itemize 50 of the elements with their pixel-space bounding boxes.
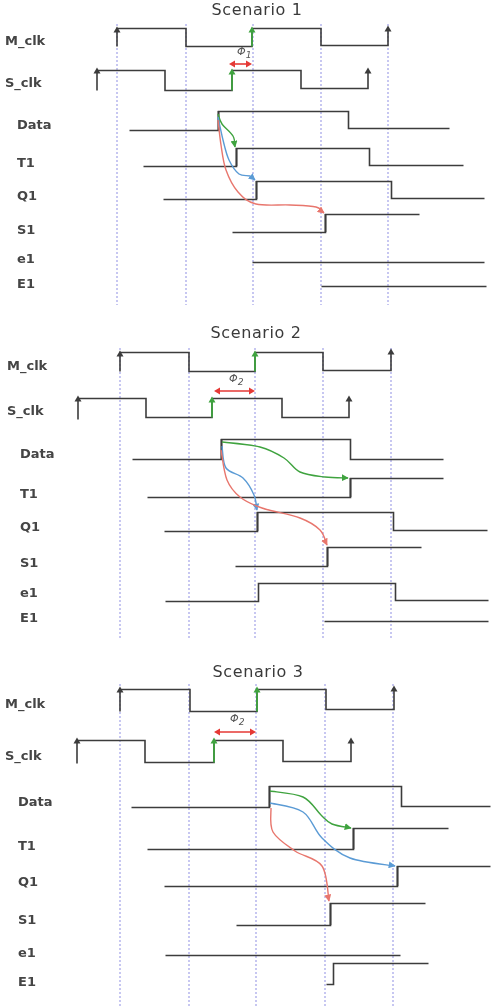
signal-label: e1 bbox=[18, 945, 36, 961]
rising-edge bbox=[219, 438, 223, 460]
rising-edge bbox=[351, 827, 355, 850]
rising-edge bbox=[328, 902, 332, 926]
signal-label: Data bbox=[17, 117, 52, 133]
phase-label: Φ$_{2}$ bbox=[229, 372, 244, 388]
signal-label: Q1 bbox=[17, 188, 38, 204]
signal-label: E1 bbox=[17, 276, 35, 292]
signal-label: M_clk bbox=[5, 696, 46, 712]
signal-label: e1 bbox=[20, 585, 38, 601]
signal-label: S_clk bbox=[5, 75, 42, 91]
arrow bbox=[221, 445, 260, 511]
arrow bbox=[269, 802, 396, 869]
phase-label: Φ$_{1}$ bbox=[237, 45, 252, 61]
rising-edge bbox=[395, 865, 399, 887]
signal-label: E1 bbox=[20, 610, 38, 626]
signal-label: Data bbox=[20, 446, 55, 462]
arrow bbox=[220, 449, 328, 546]
signal-label: M_clk bbox=[7, 358, 48, 374]
signal-label: T1 bbox=[17, 155, 35, 171]
scenario-title: Scenario 1 bbox=[211, 0, 303, 20]
signal-label: e1 bbox=[17, 251, 35, 267]
scenario-title: Scenario 3 bbox=[212, 662, 304, 682]
rising-edge bbox=[348, 477, 352, 498]
arrow bbox=[217, 119, 325, 214]
rising-edge bbox=[234, 147, 238, 167]
rising-edge bbox=[254, 180, 258, 200]
signal-label: S1 bbox=[18, 912, 37, 928]
signal-label: T1 bbox=[18, 838, 36, 854]
arrow bbox=[269, 807, 332, 902]
rising-edge bbox=[255, 511, 259, 532]
rising-edge bbox=[323, 213, 327, 233]
rising-edge bbox=[325, 546, 329, 567]
arrow bbox=[221, 441, 349, 482]
signal-label: S1 bbox=[17, 222, 36, 238]
signal-label: Q1 bbox=[18, 874, 39, 890]
signal-label: Data bbox=[18, 794, 53, 810]
signal-label: S1 bbox=[20, 555, 39, 571]
signal-label: Q1 bbox=[20, 519, 41, 535]
scenario-title: Scenario 2 bbox=[210, 323, 302, 343]
arrow bbox=[217, 113, 238, 148]
signal-label: S_clk bbox=[7, 403, 44, 419]
signal-label: T1 bbox=[20, 486, 38, 502]
arrow bbox=[217, 116, 256, 181]
rising-edge bbox=[267, 785, 271, 808]
signal-label: E1 bbox=[18, 974, 36, 990]
signal-label: M_clk bbox=[5, 33, 46, 49]
phase-label: Φ$_{2}$ bbox=[230, 712, 245, 728]
arrow bbox=[269, 790, 352, 831]
signal-label: S_clk bbox=[5, 748, 42, 764]
